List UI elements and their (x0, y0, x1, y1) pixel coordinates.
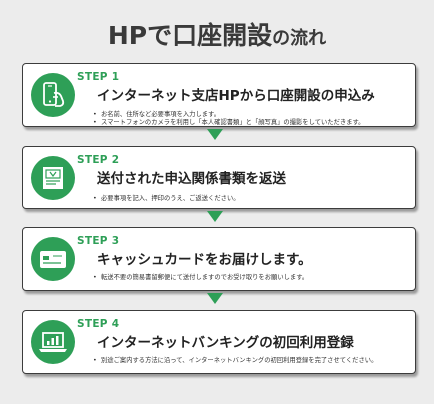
step-notes-3: 転送不要の簡易書留郵便にて送付しますのでお受け取りをお願いします。 (93, 274, 308, 282)
step-note: 必要事項を記入、押印のうえ、ご返送ください。 (93, 195, 240, 203)
step-title-1: インターネット支店HPから口座開設の申込み (97, 88, 375, 104)
arrow-down-icon (207, 129, 223, 140)
step-label-4: STEP 4 (77, 318, 120, 330)
step-note: 転送不要の簡易書留郵便にて送付しますのでお受け取りをお願いします。 (93, 274, 308, 282)
step-label-1: STEP 1 (77, 71, 120, 83)
arrow-down-icon (207, 211, 223, 222)
step-note: 別途ご案内する方法に沿って、インターネットバンキングの初回利用登録を完了させてく… (93, 357, 377, 365)
smartphone-hand-icon (31, 73, 75, 117)
step-note: スマートフォンのカメラを利用し「本人確認書類」と「顔写真」の撮影をしていただきま… (93, 119, 364, 127)
page-title: HPで口座開設の流れ (0, 14, 434, 52)
step-notes-1: お名前、住所など必要事項を入力します。 スマートフォンのカメラを利用し「本人確認… (93, 111, 364, 127)
step-card-4: STEP 4 インターネットバンキングの初回利用登録 別途ご案内する方法に沿って… (22, 310, 416, 374)
step-title-3: キャッシュカードをお届けします。 (97, 252, 312, 268)
step-card-3: STEP 3 キャッシュカードをお届けします。 転送不要の簡易書留郵便にて送付し… (22, 227, 416, 291)
document-icon (31, 156, 75, 200)
step-label-2: STEP 2 (77, 154, 120, 166)
page-title-suffix: の流れ (272, 28, 327, 49)
step-note: お名前、住所など必要事項を入力します。 (93, 111, 364, 119)
step-card-2: STEP 2 送付された申込関係書類を返送 必要事項を記入、押印のうえ、ご返送く… (22, 146, 416, 209)
step-title-2: 送付された申込関係書類を返送 (97, 171, 286, 187)
page-title-main: HPで口座開設 (107, 21, 273, 50)
step-notes-2: 必要事項を記入、押印のうえ、ご返送ください。 (93, 195, 240, 203)
step-title-4: インターネットバンキングの初回利用登録 (97, 335, 354, 351)
step-label-3: STEP 3 (77, 235, 120, 247)
arrow-down-icon (207, 293, 223, 304)
laptop-chart-icon (31, 320, 75, 364)
step-card-1: STEP 1 インターネット支店HPから口座開設の申込み お名前、住所など必要事… (22, 63, 416, 127)
step-notes-4: 別途ご案内する方法に沿って、インターネットバンキングの初回利用登録を完了させてく… (93, 357, 377, 365)
cash-card-icon (31, 237, 75, 281)
